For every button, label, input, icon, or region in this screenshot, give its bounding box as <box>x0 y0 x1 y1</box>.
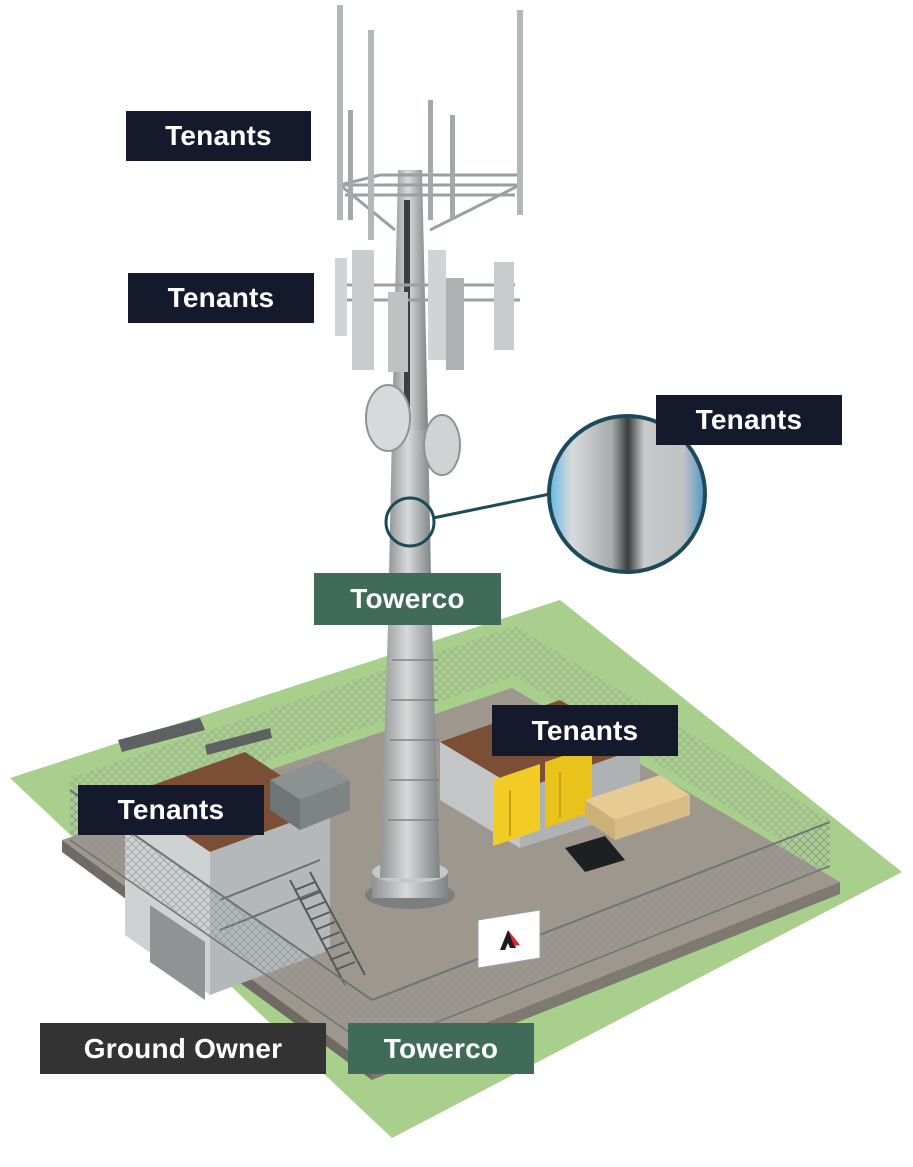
site-sign <box>477 909 541 969</box>
top-antenna-array <box>337 5 523 240</box>
shelter-stairs <box>289 871 366 986</box>
ground-owner-label: Ground Owner <box>40 1023 326 1074</box>
fence-front <box>70 790 830 1048</box>
yellow-equipment-cabinets <box>493 746 592 846</box>
wooden-pallet <box>585 775 690 840</box>
tenants-label-panel-antennas: Tenants <box>128 273 314 323</box>
towerco-label-ground: Towerco <box>348 1023 534 1074</box>
tower-company-logo-icon <box>500 930 516 950</box>
ground-pit <box>565 836 625 872</box>
zoom-connector <box>432 492 551 520</box>
cable-tray <box>118 718 272 755</box>
generator-equipment <box>270 760 350 830</box>
tenants-label-left-shelter: Tenants <box>78 785 264 835</box>
zoom-focus-ring <box>384 496 436 548</box>
microwave-dish-antennas <box>365 384 461 476</box>
tenants-label-right-shelter: Tenants <box>492 705 678 756</box>
panel-antenna-array <box>335 250 520 372</box>
tenants-label-top-antennas: Tenants <box>126 111 311 161</box>
tenants-label-zoom-detail: Tenants <box>656 395 842 445</box>
towerco-label-tower: Towerco <box>314 573 501 625</box>
